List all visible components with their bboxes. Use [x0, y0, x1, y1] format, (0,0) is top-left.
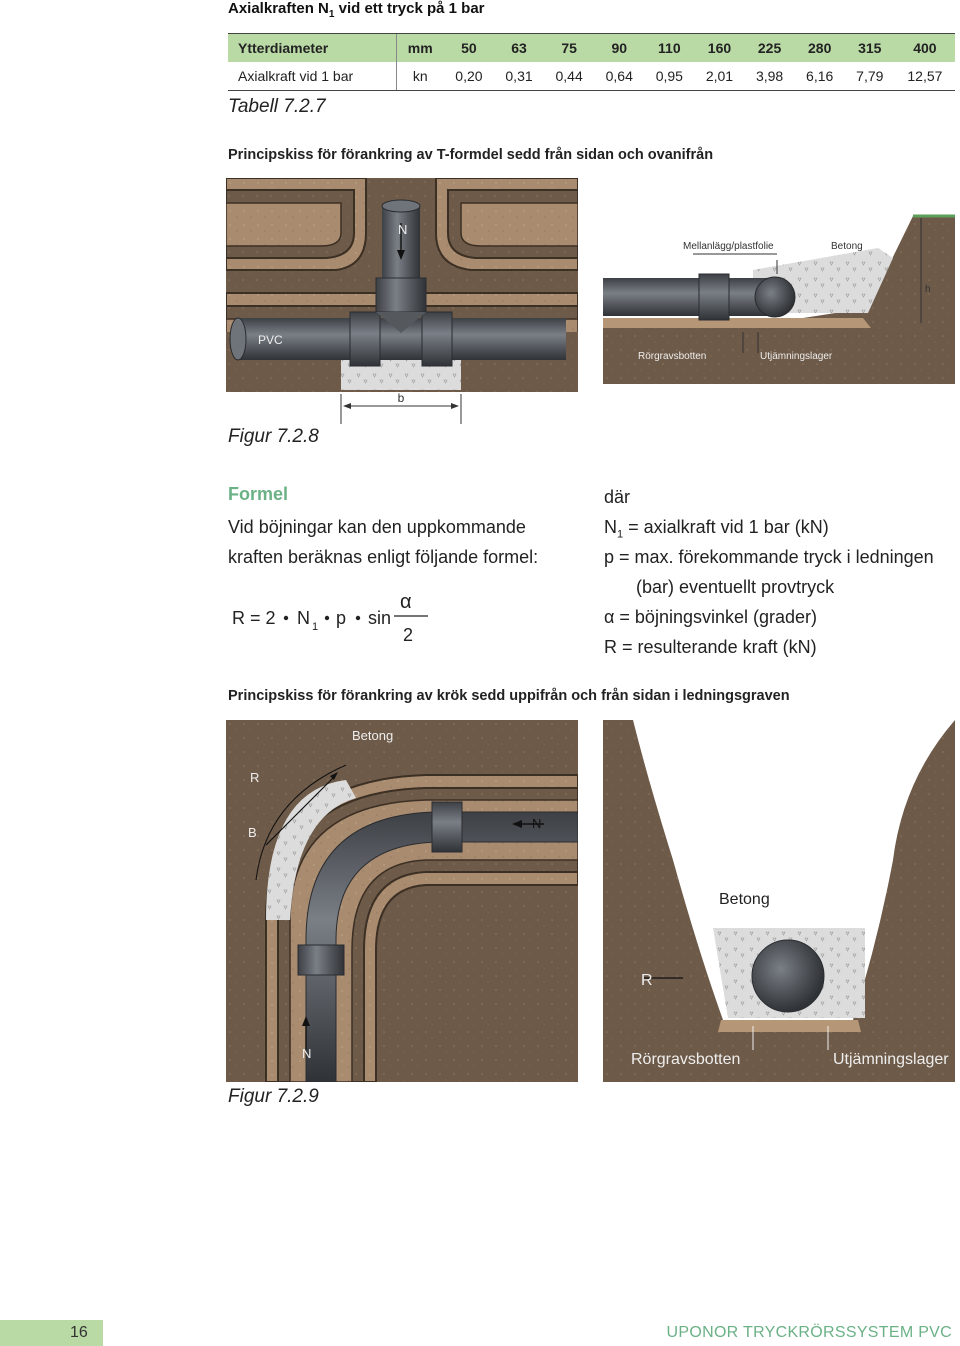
- formula-heading: Formel: [228, 484, 289, 504]
- label-betong: Betong: [831, 241, 863, 252]
- table-header-row: Ytterdiameter mm 50 63 75 90 110 160 225…: [228, 33, 955, 62]
- eq-two: 2: [403, 625, 413, 645]
- axial-force-table: Ytterdiameter mm 50 63 75 90 110 160 225…: [228, 33, 955, 91]
- formula-intro-2: kraften beräknas enligt följande formel:: [228, 547, 539, 567]
- diameter-cell: 50: [443, 33, 494, 62]
- def-p-line1: p = max. förekommande tryck i ledningen: [604, 547, 934, 567]
- figure-2-caption: Figur 7.2.9: [228, 1086, 319, 1107]
- label-rorgravsbotten: Rörgravsbotten: [638, 351, 706, 362]
- t-piece-top-view-diagram: N PVC: [226, 178, 578, 392]
- def-r: R = resulterande kraft (kN): [604, 637, 817, 657]
- label-B: B: [248, 825, 257, 840]
- bend-top-view-diagram: Betong R B N N: [226, 720, 578, 1082]
- row-unit: kn: [395, 62, 444, 91]
- value-cell: 0,20: [443, 62, 494, 91]
- trench-side-view-diagram: Betong R Rörgravsbotten Utjämningslager: [603, 720, 955, 1082]
- label-betong-side: Betong: [719, 891, 770, 908]
- eq-N: N: [297, 608, 310, 628]
- def-p-line2: (bar) eventuellt provtryck: [636, 577, 835, 597]
- label-R-side: R: [641, 972, 653, 989]
- t-piece-side-view-diagram: Mellanlägg/plastfolie Betong h Rörgravsb…: [603, 178, 955, 384]
- value-cell: 6,16: [794, 62, 845, 91]
- footer-brand: UPONOR TRYCKRÖRSSYSTEM PVC: [666, 1324, 952, 1341]
- formula-intro-1: Vid böjningar kan den uppkommande: [228, 517, 526, 537]
- table-title: Axialkraften N1 vid ett tryck på 1 bar: [228, 0, 485, 20]
- value-cell: 7,79: [844, 62, 895, 91]
- diameter-cell: 280: [794, 33, 845, 62]
- value-cell: 12,57: [894, 62, 955, 91]
- eq-sub: 1: [312, 621, 318, 633]
- value-cell: 0,95: [644, 62, 695, 91]
- diameter-cell: 90: [594, 33, 645, 62]
- header-label: Ytterdiameter: [228, 33, 397, 62]
- label-mellanlagg: Mellanlägg/plastfolie: [683, 241, 774, 252]
- dimension-b: b: [340, 392, 462, 424]
- figure-2-title: Principskiss för förankring av krök sedd…: [228, 688, 790, 704]
- footer-page-bar: [0, 1320, 103, 1346]
- label-R: R: [250, 770, 259, 785]
- header-unit: mm: [395, 33, 444, 62]
- label-rorgravsbotten-2: Rörgravsbotten: [631, 1051, 740, 1068]
- table-value-row: Axialkraft vid 1 bar kn 0,20 0,31 0,44 0…: [228, 62, 955, 91]
- eq-sin: sin: [368, 608, 391, 628]
- label-utjamningslager: Utjämningslager: [760, 351, 833, 362]
- page-number: 16: [70, 1324, 88, 1341]
- def-dar: där: [604, 487, 631, 507]
- value-cell: 0,64: [594, 62, 645, 91]
- formula-equation: R = 2 N 1 p sin α 2: [232, 591, 428, 645]
- table-caption: Tabell 7.2.7: [228, 96, 326, 117]
- diameter-cell: 110: [644, 33, 695, 62]
- diameter-cell: 225: [744, 33, 795, 62]
- def-alpha: α = böjningsvinkel (grader): [604, 607, 818, 627]
- def-n1: N1 = axialkraft vid 1 bar (kN): [604, 517, 829, 541]
- value-cell: 2,01: [694, 62, 745, 91]
- label-utjamningslager-2: Utjämningslager: [833, 1051, 949, 1068]
- diameter-cell: 315: [844, 33, 895, 62]
- diameter-cell: 160: [694, 33, 745, 62]
- label-N-bottom: N: [302, 1046, 311, 1061]
- row-label: Axialkraft vid 1 bar: [228, 62, 397, 91]
- label-pvc: PVC: [258, 333, 283, 347]
- label-N: N: [398, 222, 407, 237]
- diameter-cell: 63: [493, 33, 545, 62]
- label-h: h: [925, 284, 931, 295]
- diameter-cell: 75: [544, 33, 595, 62]
- eq-R: R = 2: [232, 608, 276, 628]
- label-b: b: [398, 392, 405, 405]
- figure-1-title: Principskiss för förankring av T-formdel…: [228, 147, 714, 163]
- value-cell: 0,31: [493, 62, 545, 91]
- value-cell: 0,44: [544, 62, 595, 91]
- value-cell: 3,98: [744, 62, 795, 91]
- label-N-right: N: [532, 816, 541, 831]
- label-betong-top: Betong: [352, 728, 393, 743]
- eq-alpha: α: [400, 591, 412, 613]
- diameter-cell: 400: [894, 33, 955, 62]
- figure-1-caption: Figur 7.2.8: [228, 426, 319, 447]
- eq-p: p: [336, 608, 346, 628]
